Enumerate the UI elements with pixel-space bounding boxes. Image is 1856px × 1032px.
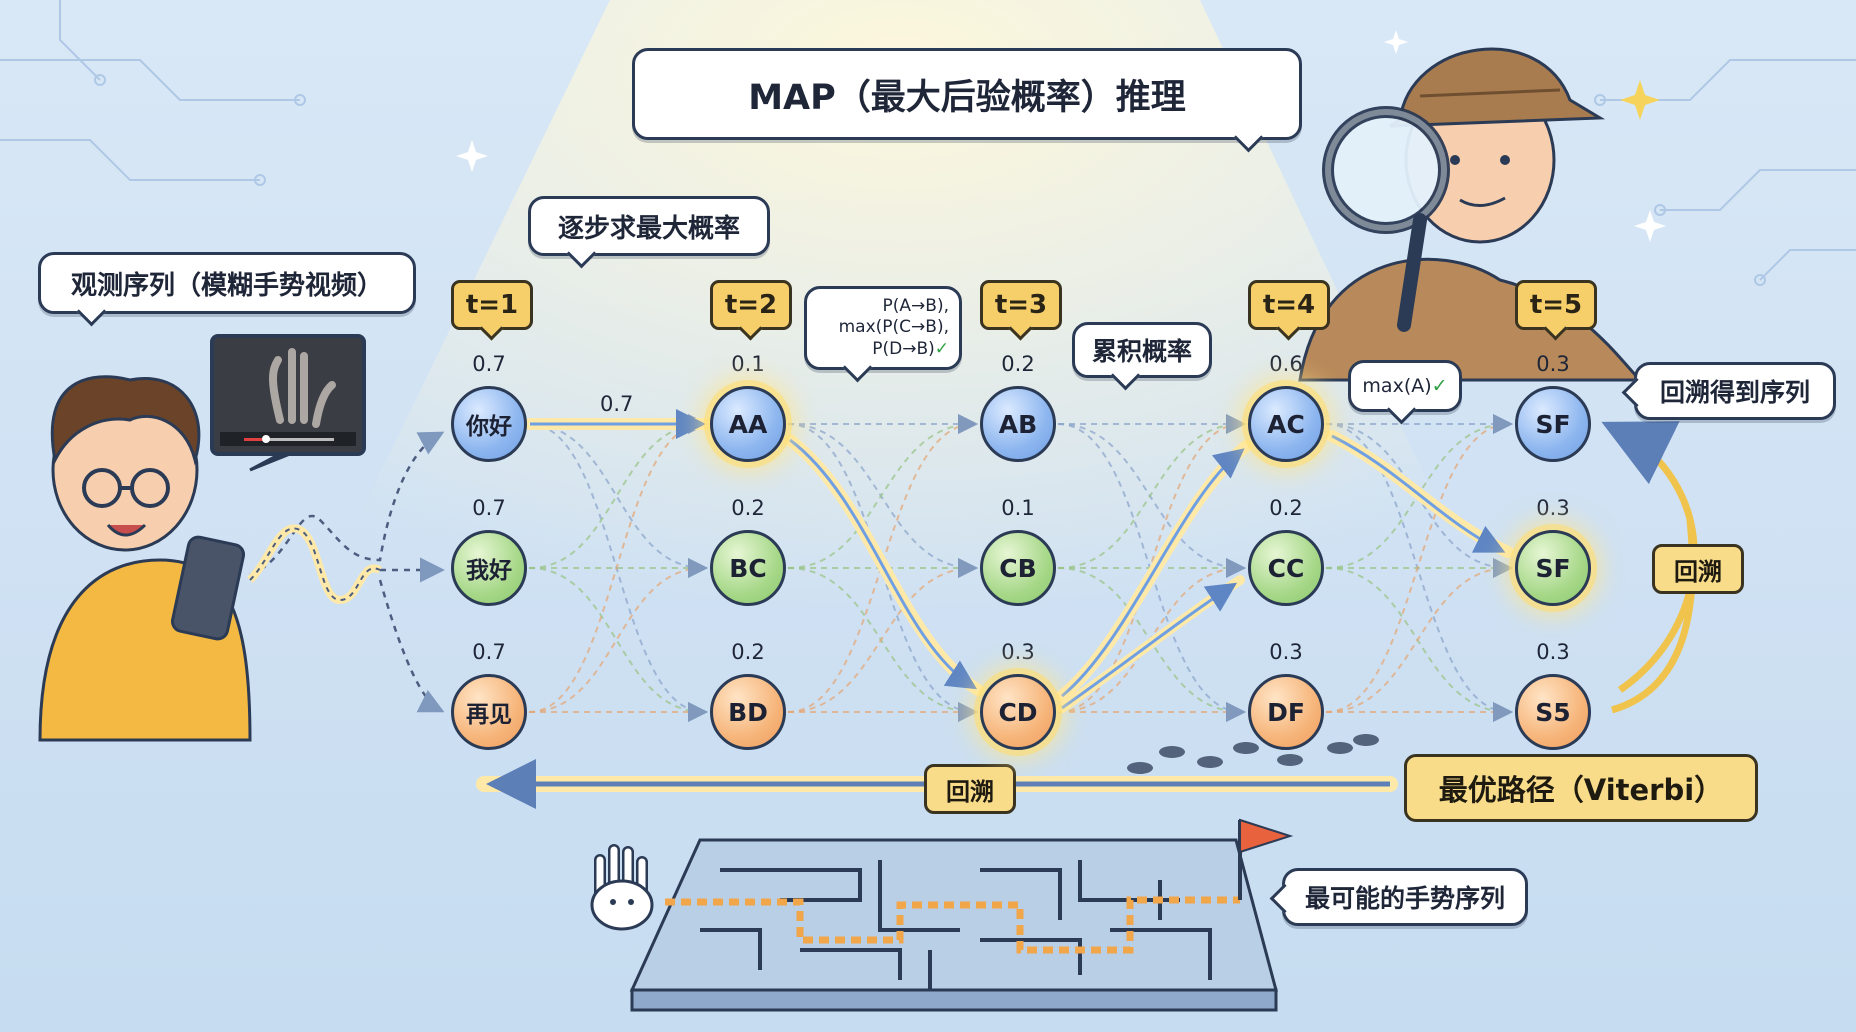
title-bubble: MAP（最大后验概率）推理 xyxy=(632,48,1302,140)
viterbi-badge: 最优路径（Viterbi） xyxy=(1404,754,1758,822)
state-node[interactable]: CB xyxy=(980,530,1056,606)
backtrack-result-label: 回溯得到序列 xyxy=(1660,373,1810,409)
timestep-label: t=1 xyxy=(451,280,533,330)
node-probability: 0.3 xyxy=(980,640,1056,664)
state-node[interactable]: 你好 xyxy=(451,386,527,462)
timestep-label: t=4 xyxy=(1248,280,1330,330)
node-probability: 0.2 xyxy=(980,352,1056,376)
max-a-label: max(A) xyxy=(1362,375,1431,397)
backtrack-tag: 回溯 xyxy=(924,764,1016,814)
timestep-label: t=3 xyxy=(980,280,1062,330)
state-node[interactable]: 再见 xyxy=(451,674,527,750)
node-probability: 0.7 xyxy=(451,640,527,664)
max-expr-line-3-wrap: P(D→B)✓ xyxy=(872,339,949,360)
check-icon: ✓ xyxy=(1432,375,1448,397)
state-node[interactable]: 我好 xyxy=(451,530,527,606)
node-probability: 0.7 xyxy=(451,496,527,520)
timestep-label: t=2 xyxy=(710,280,792,330)
node-probability: 0.2 xyxy=(1248,496,1324,520)
max-expr-line-3: P(D→B) xyxy=(872,339,935,359)
maze-illustration xyxy=(632,840,1276,1010)
state-node[interactable]: BC xyxy=(710,530,786,606)
node-probability: 0.3 xyxy=(1515,640,1591,664)
footprints-icon xyxy=(1127,734,1379,774)
state-node[interactable]: SF xyxy=(1515,530,1591,606)
most-likely-bubble: 最可能的手势序列 xyxy=(1282,868,1528,926)
state-node[interactable]: S5 xyxy=(1515,674,1591,750)
max-expression-bubble: P(A→B), max(P(C→B), P(D→B)✓ xyxy=(804,286,962,370)
page-title: MAP（最大后验概率）推理 xyxy=(748,69,1186,120)
video-thumbnail[interactable] xyxy=(212,336,364,470)
cumulative-bubble: 累积概率 xyxy=(1072,322,1212,378)
state-node[interactable]: CD xyxy=(980,674,1056,750)
state-node[interactable]: DF xyxy=(1248,674,1324,750)
max-expr-line-1: P(A→B), xyxy=(883,296,949,317)
cumulative-label: 累积概率 xyxy=(1092,332,1192,368)
node-probability: 0.3 xyxy=(1515,352,1591,376)
node-probability: 0.7 xyxy=(451,352,527,376)
stepwise-bubble: 逐步求最大概率 xyxy=(528,196,770,256)
state-node[interactable]: AB xyxy=(980,386,1056,462)
state-node[interactable]: BD xyxy=(710,674,786,750)
node-probability: 0.2 xyxy=(710,496,786,520)
stepwise-label: 逐步求最大概率 xyxy=(558,208,740,245)
state-node[interactable]: SF xyxy=(1515,386,1591,462)
state-node[interactable]: AC xyxy=(1248,386,1324,462)
edge-probability: 0.7 xyxy=(600,392,633,416)
node-probability: 0.1 xyxy=(980,496,1056,520)
node-probability: 0.2 xyxy=(710,640,786,664)
detective-illustration xyxy=(1300,49,1640,380)
most-likely-label: 最可能的手势序列 xyxy=(1305,879,1505,915)
backtrack-result-bubble: 回溯得到序列 xyxy=(1634,362,1836,420)
max-a-bubble: max(A) ✓ xyxy=(1348,360,1462,412)
backtrack-tag-label: 回溯 xyxy=(946,772,994,807)
viterbi-label: 最优路径（Viterbi） xyxy=(1439,767,1723,809)
glove-hand-icon xyxy=(592,850,652,929)
backtrack-side-tag: 回溯 xyxy=(1652,544,1744,594)
max-expr-line-2: max(P(C→B), xyxy=(839,317,949,338)
backtrack-side-label: 回溯 xyxy=(1674,552,1722,587)
observation-label: 观测序列（模糊手势视频） xyxy=(71,265,383,302)
observation-bubble: 观测序列（模糊手势视频） xyxy=(38,252,416,314)
state-node[interactable]: CC xyxy=(1248,530,1324,606)
node-probability: 0.3 xyxy=(1515,496,1591,520)
node-probability: 0.1 xyxy=(710,352,786,376)
timestep-label: t=5 xyxy=(1515,280,1597,330)
check-icon: ✓ xyxy=(935,339,949,359)
star-icon xyxy=(1620,80,1660,120)
node-probability: 0.6 xyxy=(1248,352,1324,376)
node-probability: 0.3 xyxy=(1248,640,1324,664)
state-node[interactable]: AA xyxy=(710,386,786,462)
